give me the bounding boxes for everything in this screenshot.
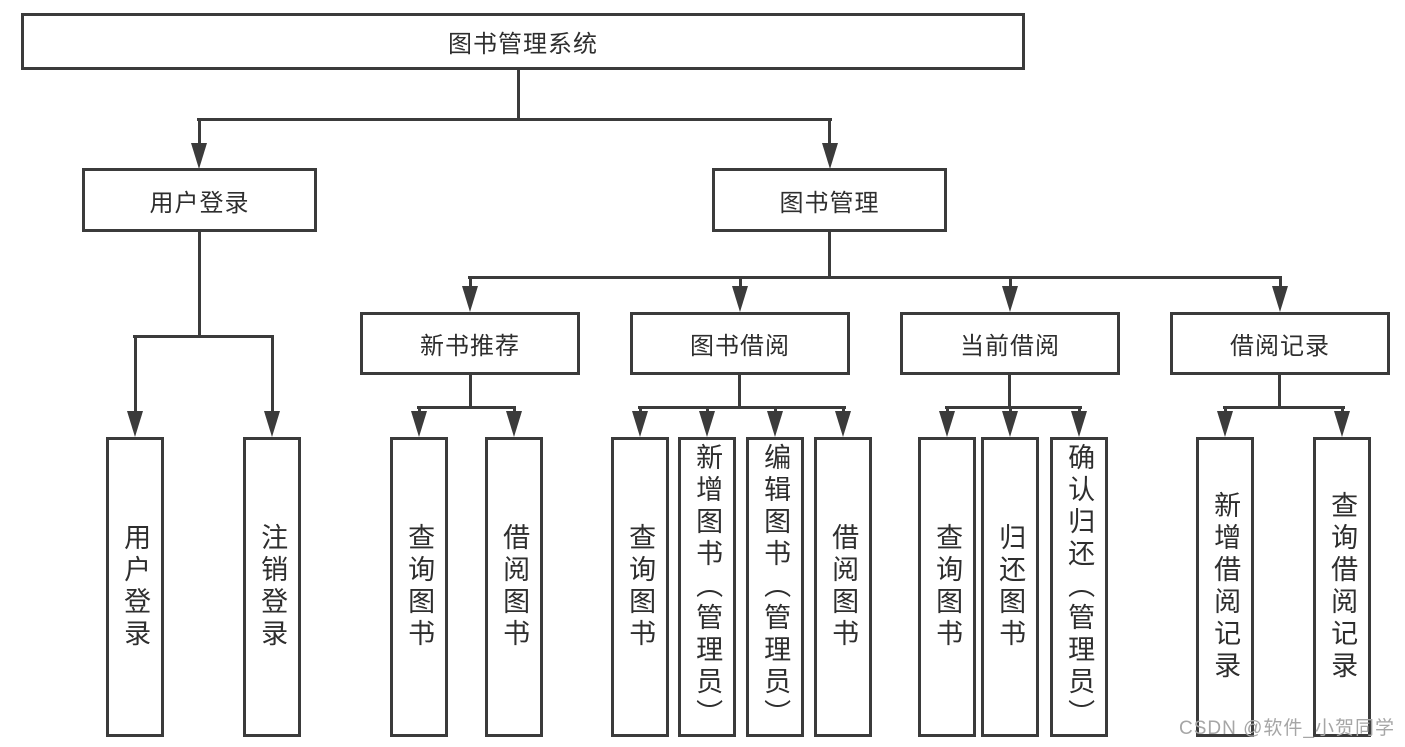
connector	[639, 406, 642, 415]
arrow-down-icon	[835, 411, 851, 437]
leaf-add-books-admin: 新增图书（管理员）	[678, 437, 736, 737]
leaf-query-books-current: 查询图书	[918, 437, 976, 737]
connector	[945, 406, 1082, 409]
arrow-down-icon	[822, 143, 838, 169]
arrow-down-icon	[939, 411, 955, 437]
arrow-down-icon	[1217, 411, 1233, 437]
connector	[946, 406, 949, 415]
leaf-label: 新增借阅记录	[1210, 491, 1241, 683]
leaf-label: 查询图书	[625, 523, 656, 651]
node-user-login: 用户登录	[82, 168, 317, 232]
leaf-user-login: 用户登录	[106, 437, 164, 737]
node-borrowing-records: 借阅记录	[1170, 312, 1390, 375]
connector	[1278, 375, 1281, 409]
connector	[468, 276, 1282, 279]
leaf-label: 归还图书	[995, 523, 1026, 651]
leaf-label: 借阅图书	[499, 523, 530, 651]
arrow-down-icon	[411, 411, 427, 437]
arrow-down-icon	[506, 411, 522, 437]
arrow-down-icon	[462, 286, 478, 312]
connector	[469, 276, 472, 289]
leaf-label: 确认归还（管理员）	[1064, 443, 1095, 731]
leaf-label: 借阅图书	[828, 523, 859, 651]
leaf-borrow-books: 借阅图书	[814, 437, 872, 737]
connector	[198, 118, 201, 146]
connector	[1009, 406, 1012, 415]
leaf-confirm-return-admin: 确认归还（管理员）	[1050, 437, 1108, 737]
leaf-add-borrow-record: 新增借阅记录	[1196, 437, 1254, 737]
node-book-borrowing: 图书借阅	[630, 312, 850, 375]
leaf-return-books: 归还图书	[981, 437, 1039, 737]
watermark: CSDN @软件_小贺同学	[1179, 718, 1395, 739]
leaf-label: 查询借阅记录	[1327, 491, 1358, 683]
connector	[513, 406, 516, 415]
arrow-down-icon	[1272, 286, 1288, 312]
leaf-label: 新增图书（管理员）	[692, 443, 723, 731]
arrow-down-icon	[732, 286, 748, 312]
connector	[1008, 375, 1011, 409]
arrow-down-icon	[264, 411, 280, 437]
connector	[638, 406, 846, 409]
connector	[1223, 406, 1345, 409]
leaf-query-books-borrowing: 查询图书	[611, 437, 669, 737]
connector	[517, 70, 520, 120]
connector	[842, 406, 845, 415]
arrow-down-icon	[632, 411, 648, 437]
leaf-borrow-books-recommend: 借阅图书	[485, 437, 543, 737]
arrow-down-icon	[767, 411, 783, 437]
connector	[1078, 406, 1081, 415]
leaf-query-borrow-record: 查询借阅记录	[1313, 437, 1371, 737]
arrow-down-icon	[1071, 411, 1087, 437]
connector	[469, 375, 472, 409]
leaf-edit-books-admin: 编辑图书（管理员）	[746, 437, 804, 737]
node-book-management: 图书管理	[712, 168, 947, 232]
arrow-down-icon	[191, 143, 207, 169]
node-library-management-system: 图书管理系统	[21, 13, 1025, 70]
connector	[133, 335, 274, 338]
arrow-down-icon	[1334, 411, 1350, 437]
connector	[739, 276, 742, 289]
connector	[198, 232, 201, 338]
connector	[1341, 406, 1344, 415]
leaf-logout: 注销登录	[243, 437, 301, 737]
node-current-borrowing: 当前借阅	[900, 312, 1120, 375]
connector	[1009, 276, 1012, 289]
leaf-label: 查询图书	[404, 523, 435, 651]
connector	[774, 406, 777, 415]
connector	[1224, 406, 1227, 415]
leaf-query-books-recommend: 查询图书	[390, 437, 448, 737]
arrow-down-icon	[1002, 286, 1018, 312]
node-new-book-recommend: 新书推荐	[360, 312, 580, 375]
connector	[417, 406, 516, 409]
leaf-label: 用户登录	[120, 523, 151, 651]
connector	[1279, 276, 1282, 289]
connector	[706, 406, 709, 415]
leaf-label: 注销登录	[257, 523, 288, 651]
arrow-down-icon	[1002, 411, 1018, 437]
connector	[418, 406, 421, 415]
arrow-down-icon	[127, 411, 143, 437]
connector	[197, 118, 832, 121]
connector	[828, 118, 831, 146]
connector	[134, 335, 137, 414]
leaf-label: 查询图书	[932, 523, 963, 651]
connector	[271, 335, 274, 414]
connector	[738, 375, 741, 409]
leaf-label: 编辑图书（管理员）	[760, 443, 791, 731]
connector	[828, 232, 831, 278]
arrow-down-icon	[699, 411, 715, 437]
